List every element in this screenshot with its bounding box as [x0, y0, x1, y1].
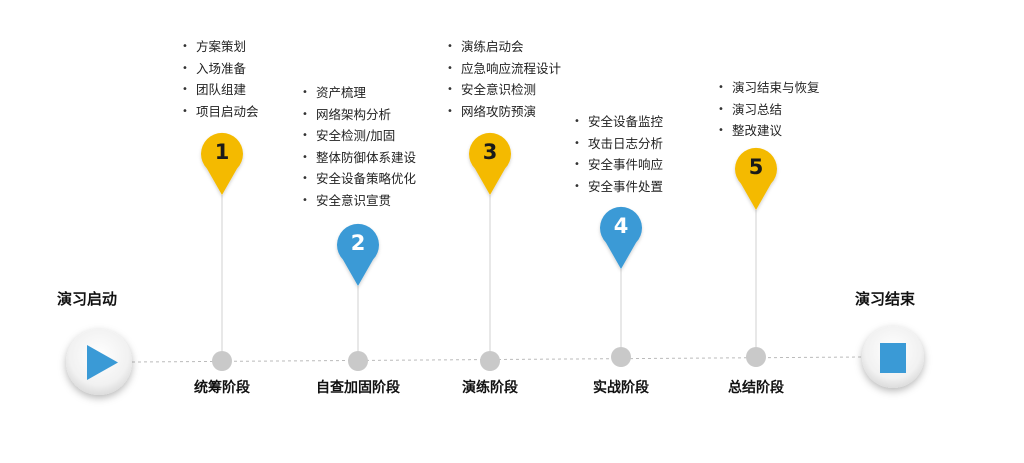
task-item: 安全设备监控	[574, 111, 663, 133]
phase-3-number: 3	[482, 140, 498, 164]
phase-4-label: 实战阶段	[593, 380, 649, 396]
phase-2-label: 自查加固阶段	[316, 380, 400, 396]
task-item: 整改建议	[718, 120, 820, 142]
phase-3-node	[480, 351, 500, 371]
phase-2-number: 2	[350, 231, 366, 255]
phase-1-label: 统筹阶段	[194, 380, 250, 396]
task-item: 团队组建	[182, 79, 259, 101]
phase-1-node	[212, 351, 232, 371]
end-title: 演习结束	[855, 290, 916, 308]
task-item: 安全事件处置	[574, 176, 663, 198]
phase-5-pin-marker	[734, 147, 777, 210]
play-icon	[87, 345, 118, 380]
phase-2-pin-marker	[336, 223, 379, 286]
phase-1-pin-marker	[201, 132, 244, 195]
phase-1-task-list: 方案策划入场准备团队组建项目启动会	[182, 36, 259, 122]
start-button[interactable]	[66, 329, 132, 395]
task-item: 演习总结	[718, 99, 820, 121]
stop-icon	[880, 343, 906, 373]
phase-5-task-list: 演习结束与恢复演习总结整改建议	[718, 77, 820, 142]
phase-3-pin-marker	[469, 132, 511, 195]
start-title: 演习启动	[57, 290, 118, 308]
phase-5-number: 5	[748, 155, 764, 179]
task-item: 演习结束与恢复	[718, 77, 820, 99]
phase-5-node	[746, 347, 766, 367]
phase-3-label: 演练阶段	[462, 380, 518, 396]
phase-1-number: 1	[214, 140, 230, 164]
phase-4-number: 4	[613, 214, 629, 238]
task-item: 资产梳理	[302, 82, 416, 104]
task-item: 演练启动会	[447, 36, 561, 58]
task-item: 安全检测/加固	[302, 125, 416, 147]
task-item: 项目启动会	[182, 101, 259, 123]
task-item: 攻击日志分析	[574, 133, 663, 155]
phase-3-task-list: 演练启动会应急响应流程设计安全意识检测网络攻防预演	[447, 36, 561, 122]
task-item: 入场准备	[182, 58, 259, 80]
task-item: 安全事件响应	[574, 154, 663, 176]
timeline-axis	[131, 356, 863, 363]
task-item: 安全意识宣贯	[302, 190, 416, 212]
end-button[interactable]	[862, 326, 924, 388]
task-item: 整体防御体系建设	[302, 147, 416, 169]
task-item: 应急响应流程设计	[447, 58, 561, 80]
phase-2-task-list: 资产梳理网络架构分析安全检测/加固整体防御体系建设安全设备策略优化安全意识宣贯	[302, 82, 416, 212]
task-item: 网络架构分析	[302, 104, 416, 126]
phase-4-node	[611, 347, 631, 367]
phase-4-pin-marker	[600, 206, 642, 269]
task-item: 安全设备策略优化	[302, 168, 416, 190]
phase-5-label: 总结阶段	[728, 380, 784, 396]
task-item: 方案策划	[182, 36, 259, 58]
task-item: 安全意识检测	[447, 79, 561, 101]
phase-4-task-list: 安全设备监控攻击日志分析安全事件响应安全事件处置	[574, 111, 663, 197]
task-item: 网络攻防预演	[447, 101, 561, 123]
phase-2-node	[348, 351, 368, 371]
